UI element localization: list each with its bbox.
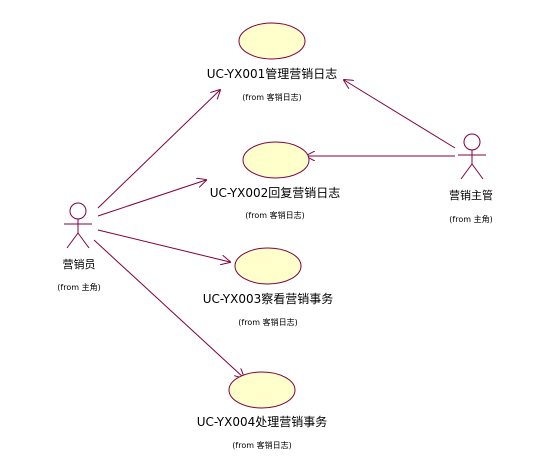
actor-supervisor[interactable] [458,133,486,180]
use-case-oval-uc2[interactable] [242,141,310,179]
actor-salesman-leg-right [77,232,90,249]
actor-salesman[interactable] [64,202,92,249]
use-case-oval-uc4[interactable] [228,371,296,409]
use-case-label-uc4: UC-YX004处理营销事务 [197,414,328,429]
edge-salesman-uc3 [97,229,230,262]
use-case-package-uc4: (from 客销日志) [232,440,291,450]
use-case-package-uc1: (from 客销日志) [242,92,301,102]
edge-supervisor-uc1 [344,80,456,149]
edge-salesman-uc4 [93,239,244,378]
use-case-package-uc2: (from 客销日志) [245,210,304,220]
actor-supervisor-head [463,133,481,151]
use-case-oval-uc1[interactable] [238,22,306,60]
use-case-oval-uc3[interactable] [234,247,302,285]
edge-salesman-uc2 [97,180,206,217]
use-case-label-uc3: UC-YX003察看营销事务 [203,291,334,306]
use-case-label-uc2: UC-YX002回复营销日志 [210,186,341,200]
actor-name-salesman: 营销员 [63,257,96,271]
actor-supervisor-leg-right [471,163,484,180]
edge-salesman-uc1 [97,90,220,209]
use-case-package-uc3: (from 客销日志) [238,317,297,327]
actor-supervisor-leg-left [460,163,473,180]
actor-salesman-head [69,202,87,220]
actor-salesman-leg-left [66,232,79,249]
actor-name-supervisor: 营销主管 [449,188,493,202]
actor-package-supervisor: (from 主角) [449,214,492,224]
actor-package-salesman: (from 主角) [57,282,100,292]
use-case-label-uc1: UC-YX001管理营销日志 [207,66,338,81]
